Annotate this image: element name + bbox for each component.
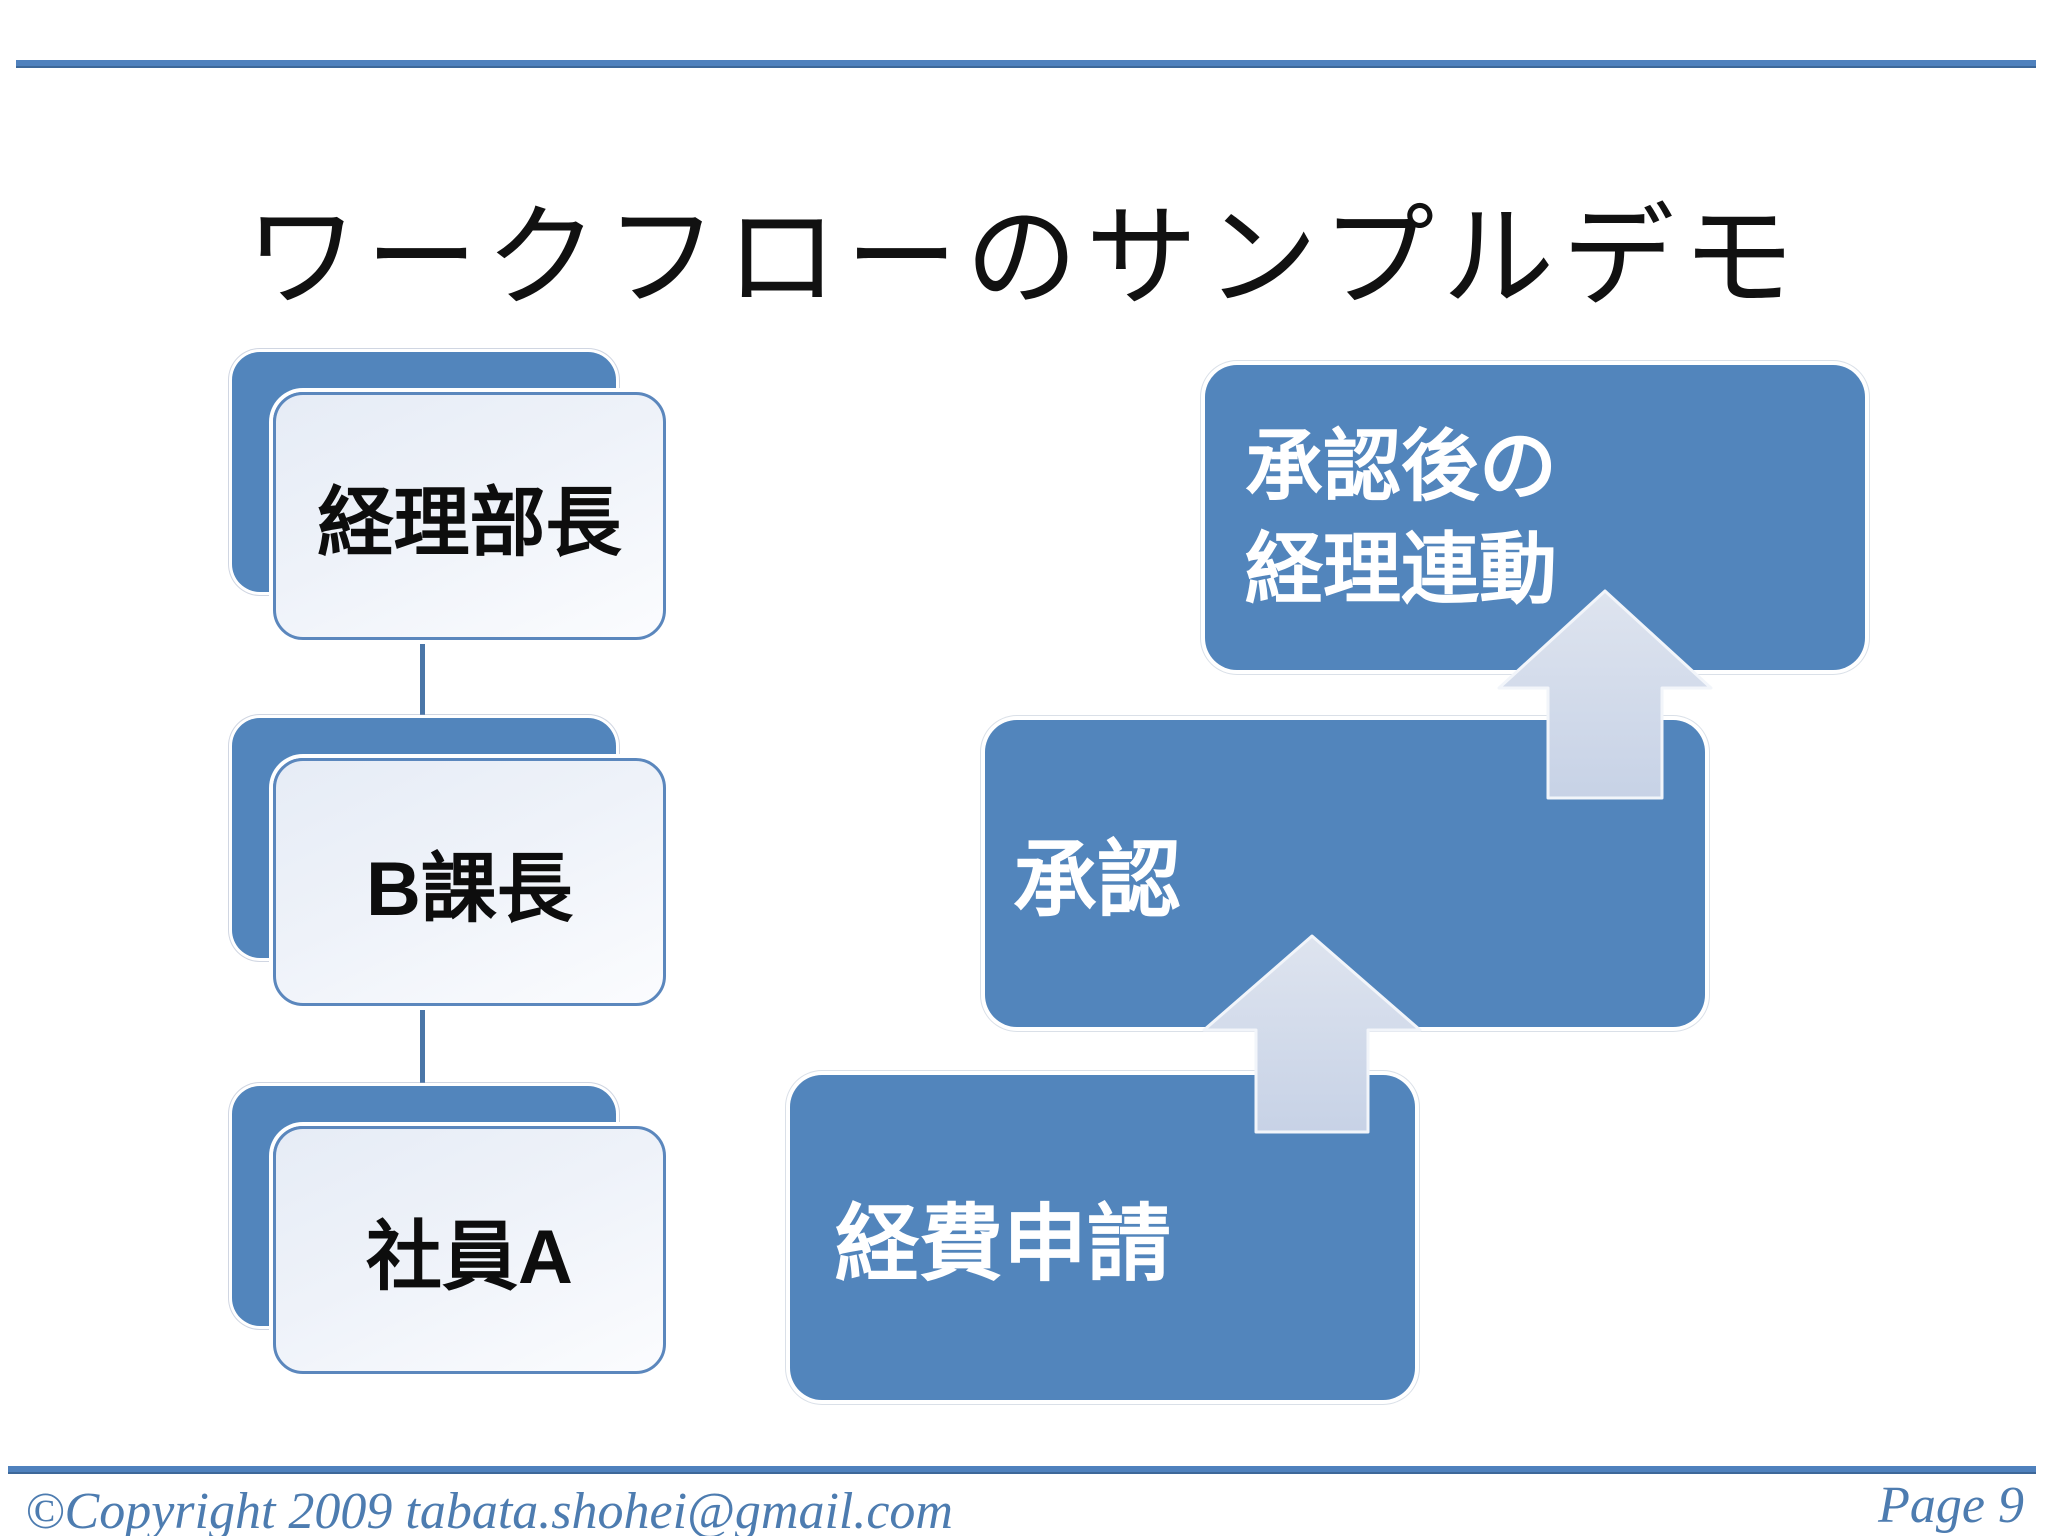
org-node-label: B課長	[366, 847, 573, 932]
flow-step-label-line1: 承認後の	[1245, 421, 1558, 510]
copyright-text: ©Copyright 2009 tabata.shohei@gmail.com	[25, 1483, 953, 1536]
flow-step-label: 承認後の 経理連動	[1245, 415, 1557, 621]
slide-title: ワークフローのサンプルデモ	[245, 195, 1803, 321]
org-connector-line	[420, 640, 425, 720]
org-node-label: 社員A	[366, 1215, 573, 1300]
org-node-label: 経理部長	[317, 481, 622, 566]
flow-step-label: 承認	[1013, 833, 1182, 927]
org-node-accounting-manager: 経理部長	[232, 352, 672, 642]
org-node-front-shape: 経理部長	[273, 392, 666, 640]
page-number: Page 9	[1878, 1477, 2024, 1534]
top-rule	[16, 60, 2036, 68]
footer-rule	[8, 1466, 2036, 1474]
org-node-front-shape: B課長	[273, 758, 666, 1006]
flow-box-post-approval-accounting: 承認後の 経理連動	[1205, 365, 1865, 670]
flow-box-approval: 承認	[985, 720, 1705, 1027]
org-node-front-shape: 社員A	[273, 1126, 666, 1374]
flow-step-label: 経費申請	[835, 1197, 1172, 1291]
flow-box-expense-request: 経費申請	[790, 1075, 1415, 1400]
org-node-section-chief-b: B課長	[232, 718, 672, 1008]
org-connector-line	[420, 1006, 425, 1088]
flow-step-label-line2: 経理連動	[1245, 524, 1558, 613]
org-node-employee-a: 社員A	[232, 1086, 672, 1376]
